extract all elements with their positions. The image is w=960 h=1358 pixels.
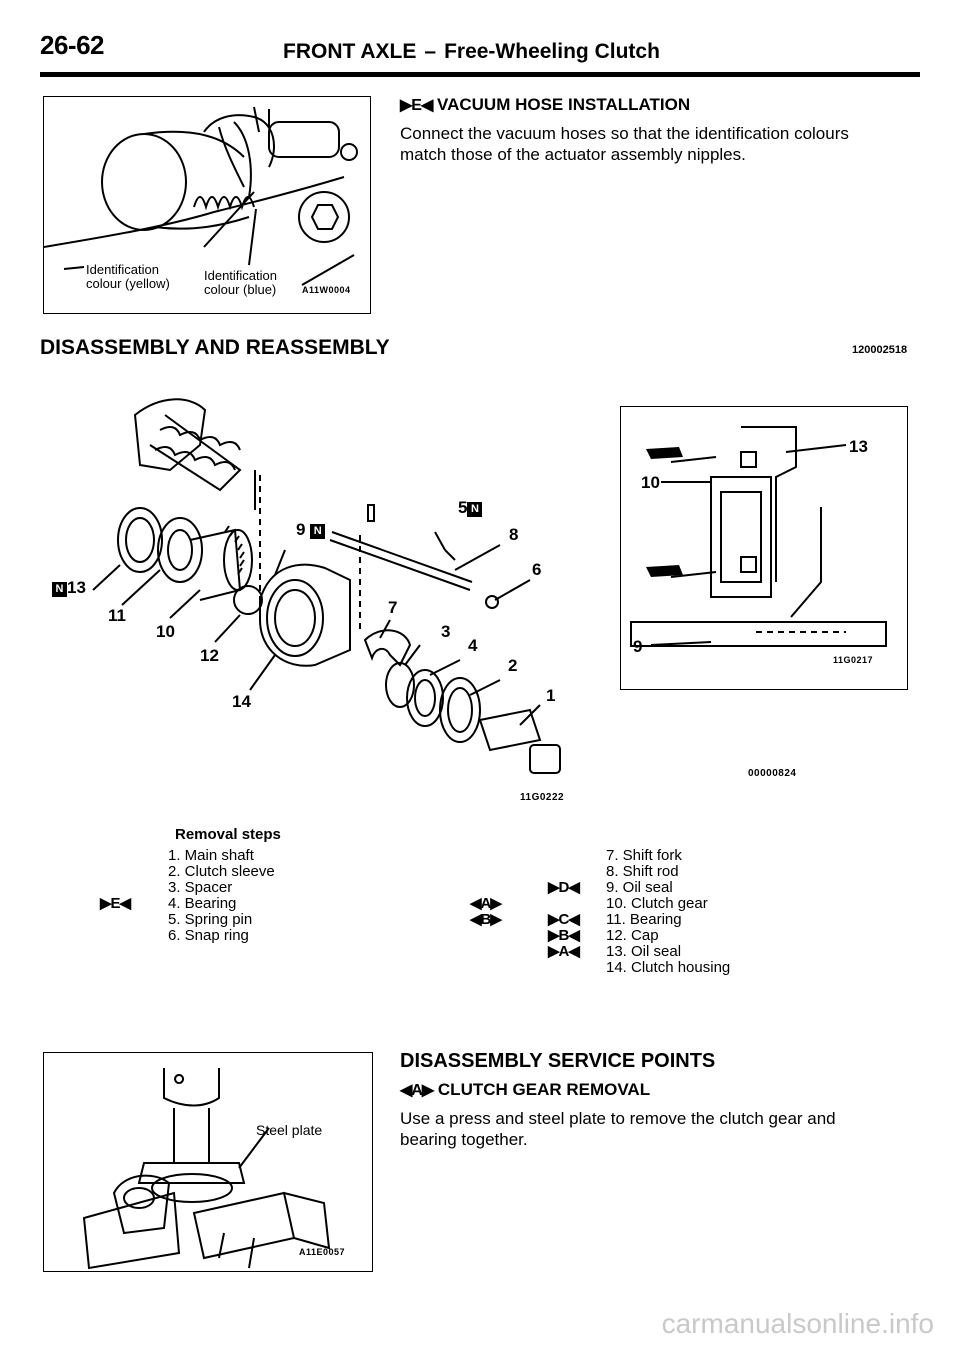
removal-step-item: ◀B▶ ▶C◀ 11. Bearing xyxy=(470,912,730,928)
disassembly-heading: DISASSEMBLY AND REASSEMBLY xyxy=(40,336,390,359)
removal-step-text: 10. Clutch gear xyxy=(606,895,708,912)
removal-step-item: 3. Spacer xyxy=(100,880,275,896)
vacuum-heading-text: VACUUM HOSE INSTALLATION xyxy=(437,95,691,114)
removal-step-item: 6. Snap ring xyxy=(100,928,275,944)
removal-steps-title: Removal steps xyxy=(175,826,281,843)
removal-step-item: 14. Clutch housing xyxy=(470,960,730,976)
callout-2: 2 xyxy=(508,656,518,675)
vacuum-hose-illustration xyxy=(44,106,358,286)
removal-step-item: ▶B◀ 12. Cap xyxy=(470,928,730,944)
service-body-line-1: Use a press and steel plate to remove th… xyxy=(400,1109,836,1128)
service-body: Use a press and steel plate to remove th… xyxy=(400,1108,836,1150)
callout-7: 7 xyxy=(388,598,398,617)
new-part-mark: N xyxy=(52,582,67,597)
removal-step-text: 14. Clutch housing xyxy=(606,959,731,976)
vacuum-body-line-1: Connect the vacuum hoses so that the ide… xyxy=(400,124,849,143)
callout-10: 10 xyxy=(156,622,175,641)
detail-callout-13: 13 xyxy=(849,437,868,456)
subsection-name: Free-Wheeling Clutch xyxy=(444,40,660,63)
service-mark: ▶E◀ xyxy=(100,895,131,912)
section-name: FRONT AXLE xyxy=(283,40,417,63)
press-figure: Steel plate A11E0057 xyxy=(43,1052,373,1272)
service-mark-e: ▶E◀ xyxy=(400,97,433,114)
vacuum-hose-figure: Identification colour (yellow) Identific… xyxy=(43,96,371,314)
removal-step-item: 2. Clutch sleeve xyxy=(100,864,275,880)
callout-1: 1 xyxy=(546,686,556,705)
removal-step-text: 5. Spring pin xyxy=(168,911,253,928)
label-identification-yellow-1: Identification xyxy=(86,262,159,277)
seal-detail-illustration xyxy=(630,426,887,647)
page-title: FRONT AXLE–Free-Wheeling Clutch xyxy=(283,40,660,64)
removal-step-item: 5. Spring pin xyxy=(100,912,275,928)
label-identification-blue-2: colour (blue) xyxy=(204,282,277,297)
removal-step-item: ▶A◀ 13. Oil seal xyxy=(470,944,730,960)
callout-11: 11 xyxy=(108,606,126,625)
new-part-mark: N xyxy=(467,502,483,517)
document-code: 120002518 xyxy=(852,344,908,356)
disassembly-mark: ◀B▶ xyxy=(470,911,502,928)
callout-9: 9 N xyxy=(296,520,326,540)
removal-step-item: 1. Main shaft xyxy=(100,848,275,864)
callout-3: 3 xyxy=(441,622,451,641)
disassembly-mark: ◀A▶ xyxy=(470,895,502,912)
removal-step-item: ◀A▶ 10. Clutch gear xyxy=(470,896,730,912)
label-identification-blue-1: Identification xyxy=(204,268,277,283)
label-identification-yellow-2: colour (yellow) xyxy=(86,276,170,291)
new-part-mark: N xyxy=(310,524,326,539)
removal-step-text: 12. Cap xyxy=(606,927,659,944)
clutch-gear-removal-text: CLUTCH GEAR REMOVAL xyxy=(437,1080,651,1099)
watermark: carmanualsonline.info xyxy=(661,1308,934,1339)
removal-step-text: 9. Oil seal xyxy=(606,879,673,896)
detail-callout-9: 9 xyxy=(633,637,643,656)
reassembly-mark: ▶B◀ xyxy=(548,927,580,944)
removal-step-item: 8. Shift rod xyxy=(470,864,730,880)
service-points-heading: DISASSEMBLY SERVICE POINTS xyxy=(400,1050,716,1072)
reassembly-mark: ▶D◀ xyxy=(548,879,580,896)
press-illustration xyxy=(82,1068,331,1270)
vacuum-body-line-2: match those of the actuator assembly nip… xyxy=(400,145,746,164)
reassembly-mark: ▶A◀ xyxy=(548,943,580,960)
callout-14: 14 xyxy=(232,692,251,711)
removal-step-item: 7. Shift fork xyxy=(470,848,730,864)
figure-code: 11G0222 xyxy=(520,792,565,803)
removal-step-text: 1. Main shaft xyxy=(168,847,254,864)
figure-code: A11W0004 xyxy=(302,285,351,295)
removal-step-item: ▶E◀ 4. Bearing xyxy=(100,896,275,912)
title-separator: – xyxy=(424,40,437,63)
detail-callout-10: 10 xyxy=(641,473,660,492)
seal-detail-figure: 13 10 9 11G0217 xyxy=(620,406,908,690)
callout-12: 12 xyxy=(200,646,219,665)
removal-step-text: 11. Bearing xyxy=(606,911,682,928)
removal-step-item: ▶D◀ 9. Oil seal xyxy=(470,880,730,896)
removal-step-text: 13. Oil seal xyxy=(606,943,682,960)
reassembly-mark: ▶C◀ xyxy=(548,911,580,928)
vacuum-heading: ▶E◀ VACUUM HOSE INSTALLATION xyxy=(400,95,690,115)
removal-step-text: 3. Spacer xyxy=(168,879,233,896)
callout-8: 8 xyxy=(509,525,519,544)
clutch-gear-removal-heading: ◀A▶ CLUTCH GEAR REMOVAL xyxy=(400,1080,650,1100)
service-mark-a: ◀A▶ xyxy=(400,1082,434,1099)
removal-step-text: 8. Shift rod xyxy=(606,863,679,880)
removal-step-text: 2. Clutch sleeve xyxy=(168,863,275,880)
removal-step-text: 6. Snap ring xyxy=(168,927,249,944)
service-body-line-2: bearing together. xyxy=(400,1130,528,1149)
page-number: 26-62 xyxy=(40,30,105,60)
removal-step-text: 4. Bearing xyxy=(168,895,237,912)
vacuum-body: Connect the vacuum hoses so that the ide… xyxy=(400,123,849,165)
callout-4: 4 xyxy=(468,636,478,655)
label-steel-plate: Steel plate xyxy=(256,1122,323,1138)
callout-6: 6 xyxy=(532,560,542,579)
figure-code: 00000824 xyxy=(748,768,797,779)
removal-step-text: 7. Shift fork xyxy=(606,847,682,864)
header-rule xyxy=(40,72,920,77)
figure-code: 11G0217 xyxy=(833,655,874,665)
exploded-view-illustration xyxy=(92,398,561,774)
figure-code: A11E0057 xyxy=(299,1247,346,1257)
